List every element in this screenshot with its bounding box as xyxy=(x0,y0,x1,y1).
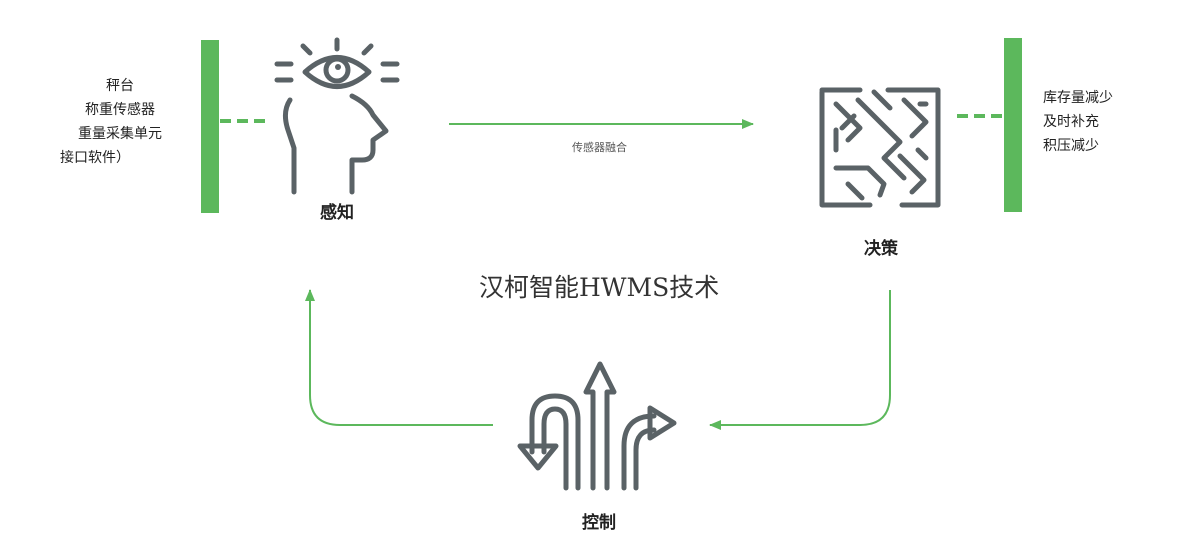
node-label-decision: 决策 xyxy=(864,239,898,259)
edge-label-sensor-fusion: 传感器融合 xyxy=(572,141,627,154)
arrow-control-to-perception xyxy=(305,289,493,426)
maze-icon xyxy=(819,87,941,208)
direction-arrows-icon xyxy=(517,361,677,491)
right-note-line: 及时补充 xyxy=(1043,114,1099,130)
arrow-decision-to-control xyxy=(709,290,891,430)
left-bar xyxy=(201,40,219,213)
right-note-line: 库存量减少 xyxy=(1043,90,1113,106)
right-note: 库存量减少 及时补充 积压减少 xyxy=(1043,86,1113,158)
left-note-line: 重量采集单元 xyxy=(78,126,162,142)
diagram-title: 汉柯智能HWMS技术 xyxy=(479,273,720,302)
left-note: 秤台 称重传感器 重量采集单元 接口软件） xyxy=(60,74,180,170)
left-note-line: 秤台 xyxy=(106,78,134,94)
left-note-line: 称重传感器 xyxy=(85,102,155,118)
left-note-line: 接口软件） xyxy=(60,150,130,166)
right-bar xyxy=(1004,38,1022,212)
node-label-control: 控制 xyxy=(582,513,616,533)
head-eye-icon xyxy=(274,37,400,195)
right-note-line: 积压减少 xyxy=(1043,138,1099,154)
node-label-perception: 感知 xyxy=(320,203,354,223)
